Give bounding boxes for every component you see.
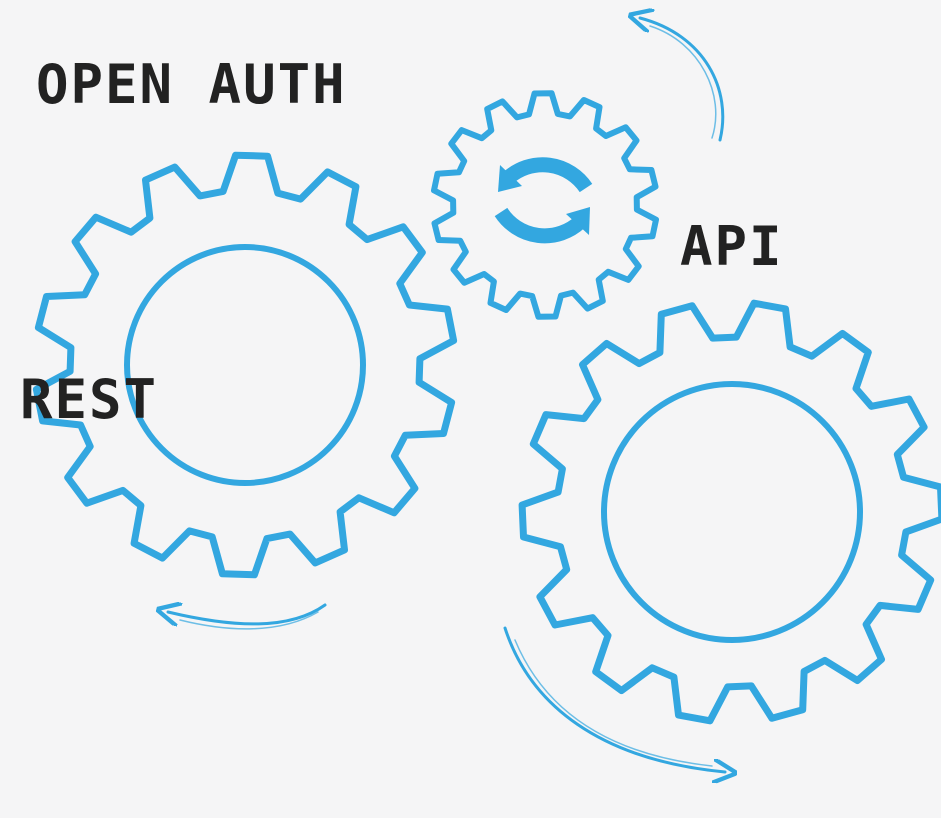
api-label: API bbox=[680, 215, 784, 278]
rest-gear-hub bbox=[124, 244, 366, 486]
api-gear bbox=[518, 299, 941, 725]
bottom-rotation-arrow bbox=[503, 626, 725, 772]
top-rotation-arrow bbox=[640, 18, 725, 142]
sync-icon bbox=[494, 157, 593, 244]
api-gear-hub bbox=[601, 381, 863, 643]
auth-gear-outline bbox=[431, 90, 659, 320]
bottom-rotation-arrow-sketch bbox=[514, 639, 713, 767]
rest-gear-outline bbox=[32, 151, 458, 579]
rest-gear bbox=[32, 151, 458, 579]
top-rotation-arrow-sketch bbox=[649, 25, 717, 139]
rest-label: REST bbox=[20, 368, 158, 431]
auth-gear bbox=[431, 90, 659, 320]
open-auth-label: OPEN AUTH bbox=[36, 53, 347, 116]
left-rotation-arrow bbox=[168, 605, 327, 624]
api-gear-outline bbox=[518, 299, 941, 725]
left-rotation-arrow-sketch bbox=[179, 611, 319, 630]
